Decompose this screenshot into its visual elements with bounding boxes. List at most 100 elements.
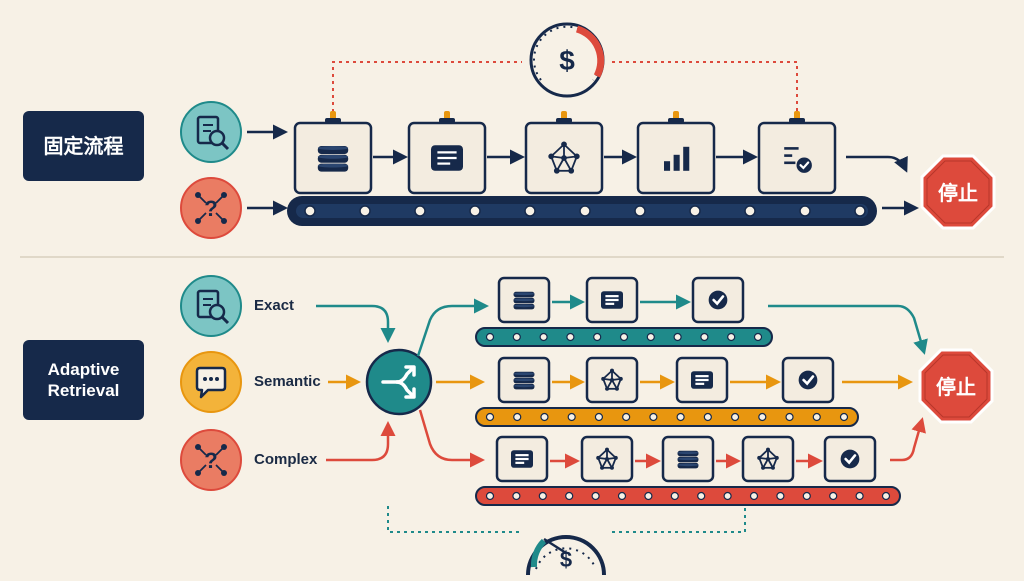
- fixed-stop-sign-icon: 停止: [920, 154, 996, 230]
- fixed-roller: [689, 205, 701, 217]
- exact-conveyor-belt: [475, 327, 773, 347]
- exact-roller: [566, 332, 575, 342]
- exact-output-arrow: [768, 304, 928, 355]
- fixed-stop-label: 停止: [938, 181, 978, 205]
- adaptive-stop-label: 停止: [936, 375, 976, 399]
- semantic-roller: [758, 412, 767, 422]
- lane-label-complex: Complex: [254, 451, 318, 468]
- fixed-roller: [469, 205, 481, 217]
- svg-text:?: ?: [204, 448, 217, 473]
- fixed-roller: [524, 205, 536, 217]
- complex-roller: [881, 491, 891, 501]
- semantic-input-chat-bubble-icon: [180, 351, 242, 413]
- complex-roller: [538, 491, 547, 501]
- database-icon: [317, 146, 349, 172]
- fixed-roller: [799, 205, 811, 217]
- lane-label-exact: Exact: [254, 297, 295, 314]
- top-gauge-symbol: $: [559, 45, 575, 76]
- fixed-step-3: [524, 111, 604, 195]
- fixed-roller: [579, 205, 591, 217]
- semantic-roller: [513, 412, 522, 422]
- fixed-pipeline-label: 固定流程: [23, 111, 144, 181]
- fixed-step-5: [757, 111, 837, 195]
- semantic-step-2: [585, 356, 639, 404]
- fixed-conveyor-belt: [287, 196, 877, 226]
- semantic-roller: [785, 412, 794, 422]
- exact-roller: [727, 332, 736, 342]
- semantic-roller: [567, 412, 576, 422]
- complex-step-4: [741, 435, 795, 483]
- fixed-roller: [304, 205, 316, 217]
- complex-to-router-arrow: [326, 421, 396, 462]
- complex-step-5: [823, 435, 877, 483]
- bar-chart-icon: [664, 146, 690, 171]
- complex-roller: [485, 491, 495, 501]
- complex-roller: [591, 491, 600, 501]
- exact-to-router-arrow: [316, 304, 396, 343]
- exact-roller: [700, 332, 709, 342]
- semantic-roller: [649, 412, 658, 422]
- fixed-step-1: [293, 111, 373, 195]
- exact-roller: [593, 332, 602, 342]
- fixed-step-4: [636, 111, 716, 195]
- exact-roller: [753, 332, 763, 342]
- fixed-roller: [359, 205, 371, 217]
- complex-roller: [512, 491, 521, 501]
- complex-roller: [802, 491, 811, 501]
- database-icon: [677, 450, 699, 469]
- exact-input-document-search-icon: [180, 275, 242, 337]
- semantic-roller: [812, 412, 821, 422]
- bottom-gauge-symbol: $: [560, 547, 572, 572]
- complex-input-question-network-icon: ?: [180, 429, 242, 491]
- exact-roller: [485, 332, 495, 342]
- top-gauge-connector: [332, 61, 798, 112]
- complex-roller: [617, 491, 627, 501]
- adaptive-label-line1: Adaptive: [47, 359, 120, 379]
- exact-roller: [539, 332, 548, 342]
- document-icon: [511, 450, 533, 468]
- complex-roller: [829, 491, 838, 501]
- exact-roller: [512, 332, 521, 342]
- fixed-input-question-network-icon: ?: [180, 177, 242, 239]
- semantic-roller: [703, 412, 712, 422]
- router-to-exact-arrow: [416, 298, 489, 357]
- document-icon: [601, 291, 623, 309]
- complex-roller: [565, 491, 574, 501]
- semantic-roller: [622, 412, 631, 422]
- database-icon: [513, 371, 535, 390]
- complex-output-arrow: [890, 417, 926, 462]
- complex-roller: [776, 491, 785, 501]
- complex-step-3: [661, 435, 715, 483]
- adaptive-label-line2: Retrieval: [47, 381, 120, 400]
- bottom-cost-gauge-icon: $: [526, 535, 606, 576]
- network-icon: [601, 368, 623, 391]
- semantic-roller: [730, 412, 740, 422]
- database-icon: [513, 291, 535, 310]
- fixed-roller: [854, 205, 866, 217]
- document-icon: [691, 371, 713, 389]
- adaptive-stop-sign-icon: 停止: [918, 348, 994, 424]
- bottom-gauge-connector: [387, 506, 746, 533]
- semantic-roller: [540, 412, 549, 422]
- exact-step-2: [585, 276, 639, 324]
- exact-step-1: [497, 276, 551, 324]
- fixed-input-document-search-icon: [180, 101, 242, 163]
- semantic-roller: [485, 412, 495, 422]
- fixed-roller: [744, 205, 756, 217]
- complex-step-1: [495, 435, 549, 483]
- semantic-step-4: [781, 356, 835, 404]
- exact-roller: [646, 332, 655, 342]
- semantic-conveyor-belt: [475, 407, 859, 427]
- lane-label-semantic: Semantic: [254, 373, 321, 390]
- fixed-step-2: [407, 111, 487, 195]
- complex-roller: [855, 491, 864, 501]
- semantic-roller: [839, 412, 849, 422]
- check-icon: [798, 370, 818, 390]
- semantic-step-3: [675, 356, 729, 404]
- svg-text:?: ?: [204, 196, 217, 221]
- network-icon: [757, 447, 779, 470]
- complex-roller: [723, 491, 732, 501]
- complex-roller: [644, 491, 653, 501]
